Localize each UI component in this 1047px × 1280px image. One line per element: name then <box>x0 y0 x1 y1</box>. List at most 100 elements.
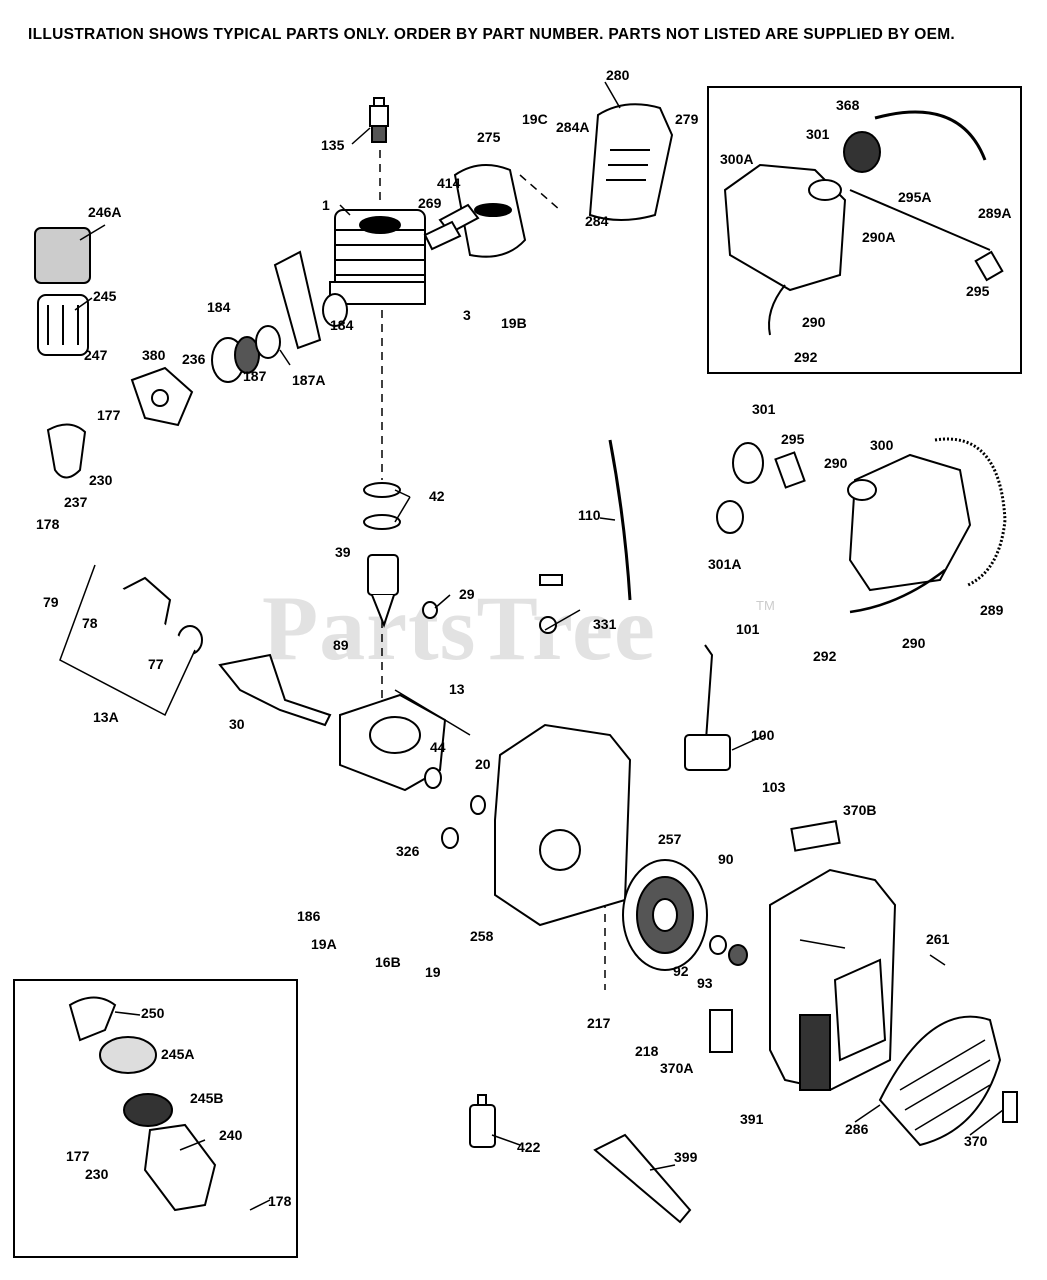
screen-icon <box>878 1015 1002 1147</box>
air-cleaner-inset-icon <box>68 996 217 1212</box>
cylinder-icon <box>329 209 426 305</box>
part-label: 184 <box>207 299 231 315</box>
air-cleaner-body-icon <box>46 423 87 479</box>
part-label: 218 <box>635 1043 659 1059</box>
part-label: 1 <box>322 197 330 213</box>
fuel-tank-inset-icon <box>723 131 881 292</box>
part-label: 301A <box>708 556 742 572</box>
spark-plug-icon <box>369 97 389 143</box>
part-label: 279 <box>675 111 699 127</box>
part-label: 177 <box>66 1148 90 1164</box>
part-label: 78 <box>82 615 98 631</box>
fuel-filter-icon <box>774 451 806 489</box>
part-label: 184 <box>330 317 354 333</box>
part-label: 247 <box>84 347 108 363</box>
part-label: 286 <box>845 1121 869 1137</box>
strap-icon <box>874 110 987 161</box>
muffler-shield-icon <box>588 103 674 221</box>
fuel-line-icon <box>849 569 946 614</box>
part-label: 245B <box>190 1090 224 1106</box>
ground-wire-icon <box>608 439 632 601</box>
rewind-starter-icon <box>769 868 897 1092</box>
oil-bottle-icon <box>469 1094 496 1148</box>
part-label: 29 <box>459 586 475 602</box>
part-label: 250 <box>141 1005 165 1021</box>
part-label: 230 <box>89 472 113 488</box>
piston-icon <box>363 482 401 628</box>
watermark: PartsTree <box>262 577 656 679</box>
part-label: 380 <box>142 347 166 363</box>
part-label: 331 <box>593 616 617 632</box>
part-label: 187A <box>292 372 326 388</box>
part-label: 300 <box>870 437 894 453</box>
part-label: 292 <box>794 349 818 365</box>
grease-tube-icon <box>593 1133 692 1224</box>
air-filter-screen-icon <box>37 294 89 356</box>
heat-shield-icon <box>273 250 322 350</box>
part-label: 326 <box>396 843 420 859</box>
part-label: 103 <box>762 779 786 795</box>
part-label: 284 <box>585 213 609 229</box>
part-label: 39 <box>335 544 351 560</box>
crankcase-cover-icon <box>59 564 203 717</box>
part-label: 295 <box>781 431 805 447</box>
part-label: 370 <box>964 1133 988 1149</box>
part-label: 77 <box>148 656 164 672</box>
part-label: 187 <box>243 368 267 384</box>
part-label: 300A <box>720 151 754 167</box>
part-label: 79 <box>43 594 59 610</box>
part-label: 13 <box>449 681 465 697</box>
part-label: 290 <box>802 314 826 330</box>
part-label: 19 <box>425 964 441 980</box>
part-label: 257 <box>658 831 682 847</box>
part-label: 19A <box>311 936 337 952</box>
part-label: 245A <box>161 1046 195 1062</box>
part-label: 16B <box>375 954 401 970</box>
bearing-icon <box>422 601 486 849</box>
air-cleaner-inset-box <box>13 979 298 1258</box>
part-label: 245 <box>93 288 117 304</box>
part-label: 370A <box>660 1060 694 1076</box>
part-label: 3 <box>463 307 471 323</box>
fuel-filter-inset-icon <box>974 250 1004 282</box>
part-label: 301 <box>752 401 776 417</box>
part-label: 295A <box>898 189 932 205</box>
header-note: ILLUSTRATION SHOWS TYPICAL PARTS ONLY. O… <box>28 26 956 43</box>
part-label: 301 <box>806 126 830 142</box>
part-label: 290A <box>862 229 896 245</box>
part-label: 290 <box>902 635 926 651</box>
fuel-line-inset-icon <box>849 189 991 251</box>
part-label: 284A <box>556 119 590 135</box>
decal-icon <box>709 820 1018 1123</box>
part-label: 240 <box>219 1127 243 1143</box>
part-label: 295 <box>966 283 990 299</box>
part-label: 92 <box>673 963 689 979</box>
crankshaft-icon <box>218 653 332 727</box>
part-label: 414 <box>437 175 461 191</box>
part-label: 289 <box>980 602 1004 618</box>
leader-lines <box>74 81 1004 1211</box>
part-label: 100 <box>751 727 775 743</box>
part-label: 261 <box>926 931 950 947</box>
part-label: 275 <box>477 129 501 145</box>
part-label: 110 <box>578 507 601 523</box>
part-label: 370B <box>843 802 877 818</box>
part-label: 217 <box>587 1015 611 1031</box>
switch-icon <box>539 574 563 634</box>
part-label: 177 <box>97 407 121 423</box>
washer-icon <box>709 935 748 966</box>
carburetor-icon <box>130 366 194 427</box>
part-label: 42 <box>429 488 445 504</box>
flywheel-icon <box>622 859 708 971</box>
air-filter-element-icon <box>34 227 91 284</box>
fuel-cap-icon <box>716 442 764 534</box>
part-label: 292 <box>813 648 837 664</box>
ignition-coil-icon <box>684 644 731 771</box>
part-label: 135 <box>321 137 345 153</box>
part-label: 246A <box>88 204 122 220</box>
part-label: 289A <box>978 205 1012 221</box>
part-label: 101 <box>736 621 760 637</box>
crankcase-icon <box>339 693 447 792</box>
